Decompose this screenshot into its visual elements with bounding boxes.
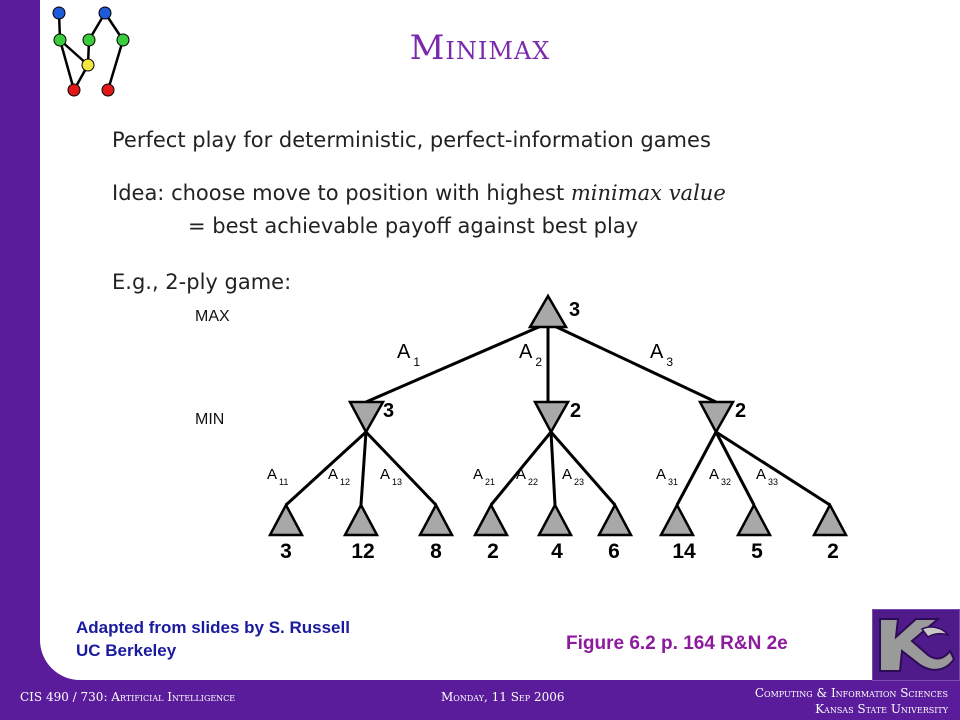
- edge-a33: [715, 430, 831, 507]
- bullet-example: E.g., 2-ply game:: [112, 270, 292, 294]
- min-value-1: 3: [383, 400, 394, 422]
- edge-a1: [365, 321, 549, 404]
- leaf-value-3: 8: [430, 540, 442, 563]
- bullet-idea: Idea: choose move to position with highe…: [112, 181, 726, 205]
- bullet-idea-text: Idea: choose move to position with highe…: [112, 181, 571, 205]
- min-level-label: MIN: [195, 411, 224, 428]
- edge-a32: [714, 431, 756, 506]
- leaf-value-7: 14: [672, 540, 696, 563]
- leaf-node-5: [536, 502, 574, 537]
- max-level-label: MAX: [195, 308, 230, 325]
- min-value-3: 2: [735, 400, 746, 422]
- graph-logo-icon: [52, 6, 130, 97]
- min-node-2: [532, 400, 571, 435]
- footer-university: Kansas State University: [815, 702, 948, 716]
- edge-a31: [675, 431, 718, 506]
- leaf-node-8: [735, 502, 773, 537]
- min-node-3: [697, 400, 736, 435]
- leaf-node-6: [596, 502, 634, 537]
- leaf-node-7: [658, 502, 696, 537]
- root-value: 3: [569, 299, 580, 321]
- max-node: [527, 293, 569, 329]
- figure-reference: Figure 6.2 p. 164 R&N 2e: [566, 633, 788, 654]
- leaf-node-4: [472, 502, 510, 537]
- slide-canvas: [40, 0, 960, 680]
- edge-a23: [549, 431, 617, 506]
- footer-course: CIS 490 / 730: Artificial Intelligence: [20, 690, 236, 704]
- edge-a11: [284, 430, 368, 507]
- bullet-idea-emphasis: minimax value: [570, 181, 726, 205]
- leaf-value-6: 6: [608, 540, 620, 563]
- leaf-node-3: [417, 502, 455, 537]
- leaf-value-8: 5: [751, 540, 763, 563]
- leaf-node-1: [267, 502, 305, 537]
- edge-a13: [364, 430, 438, 507]
- min-node-1: [347, 400, 386, 435]
- footer-dept: Computing & Information Sciences: [754, 686, 948, 700]
- credit-note: Adapted from slides by S. Russell UC Ber…: [76, 616, 350, 662]
- bullet-perfect-play: Perfect play for deterministic, perfect-…: [112, 128, 711, 152]
- min-value-2: 2: [570, 400, 581, 422]
- bullet-best-payoff: = best achievable payoff against best pl…: [188, 214, 639, 238]
- footer-date: Monday, 11 Sep 2006: [441, 690, 565, 704]
- leaf-value-1: 3: [280, 540, 292, 563]
- edge-a21: [489, 431, 553, 506]
- kstate-powercat-logo-icon: [872, 609, 960, 681]
- edge-a12: [359, 431, 368, 506]
- edge-a22: [549, 431, 557, 506]
- leaf-value-5: 4: [551, 540, 563, 563]
- leaf-node-9: [811, 502, 849, 537]
- edge-a3: [547, 321, 717, 404]
- leaf-value-4: 2: [487, 540, 499, 563]
- leaf-value-2: 12: [351, 540, 374, 563]
- leaf-value-9: 2: [827, 540, 839, 563]
- credit-line-1: Adapted from slides by S. Russell: [76, 618, 350, 637]
- credit-line-2: UC Berkeley: [76, 641, 177, 660]
- slide-title: Minimax: [409, 28, 551, 68]
- leaf-node-2: [342, 502, 380, 537]
